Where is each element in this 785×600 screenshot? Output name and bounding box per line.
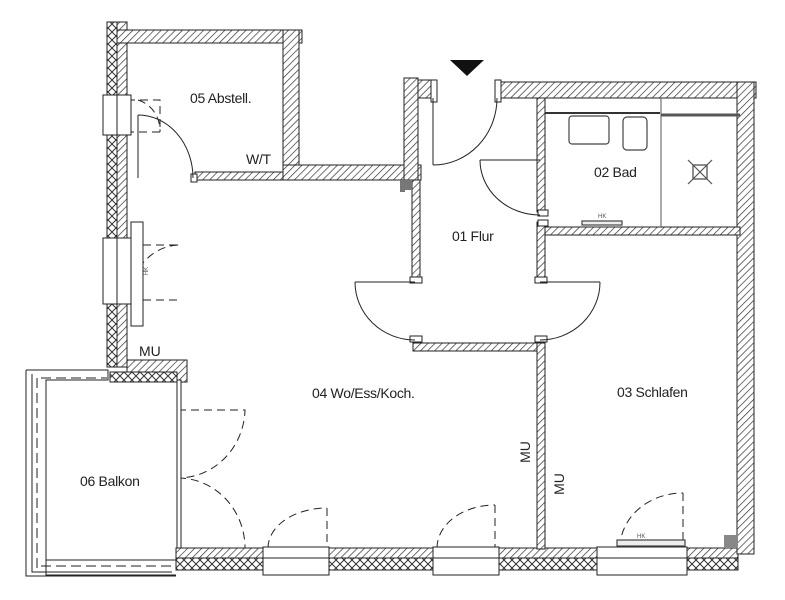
bathroom-fixtures bbox=[545, 98, 740, 547]
radiator-bath-icon bbox=[581, 220, 623, 226]
wt-annotation: W/T bbox=[246, 151, 271, 167]
shaft-icon bbox=[724, 535, 738, 548]
windows bbox=[102, 94, 688, 576]
door-swings bbox=[137, 97, 601, 341]
room-label-hallway: 01 Flur bbox=[452, 228, 494, 244]
sink-icon bbox=[568, 115, 610, 145]
hk-annotation-bedroom: HK bbox=[637, 534, 646, 540]
mu-annotation-wall-left: MU bbox=[516, 441, 533, 463]
hk-annotation-living: HK bbox=[144, 266, 151, 276]
window-swings bbox=[127, 99, 684, 549]
shower-drain-icon bbox=[687, 159, 713, 185]
door-jambs bbox=[190, 79, 549, 343]
balcony-railing bbox=[25, 369, 176, 577]
shaft-icon bbox=[400, 180, 412, 192]
hk-annotation-bath: HK bbox=[598, 214, 607, 220]
mu-annotation-wall-right: MU bbox=[550, 473, 567, 495]
entrance-arrow-icon bbox=[450, 60, 484, 76]
room-label-bathroom: 02 Bad bbox=[594, 164, 637, 180]
room-label-balcony: 06 Balkon bbox=[80, 473, 140, 489]
radiator-bedroom-icon bbox=[616, 539, 686, 547]
room-label-bedroom: 03 Schlafen bbox=[617, 384, 688, 400]
room-label-living: 04 Wo/Ess/Koch. bbox=[312, 385, 415, 401]
mu-annotation-balcony: MU bbox=[139, 343, 161, 359]
room-label-storage: 05 Abstell. bbox=[190, 90, 252, 106]
toilet-icon bbox=[622, 116, 648, 151]
interior-walls bbox=[116, 29, 757, 555]
